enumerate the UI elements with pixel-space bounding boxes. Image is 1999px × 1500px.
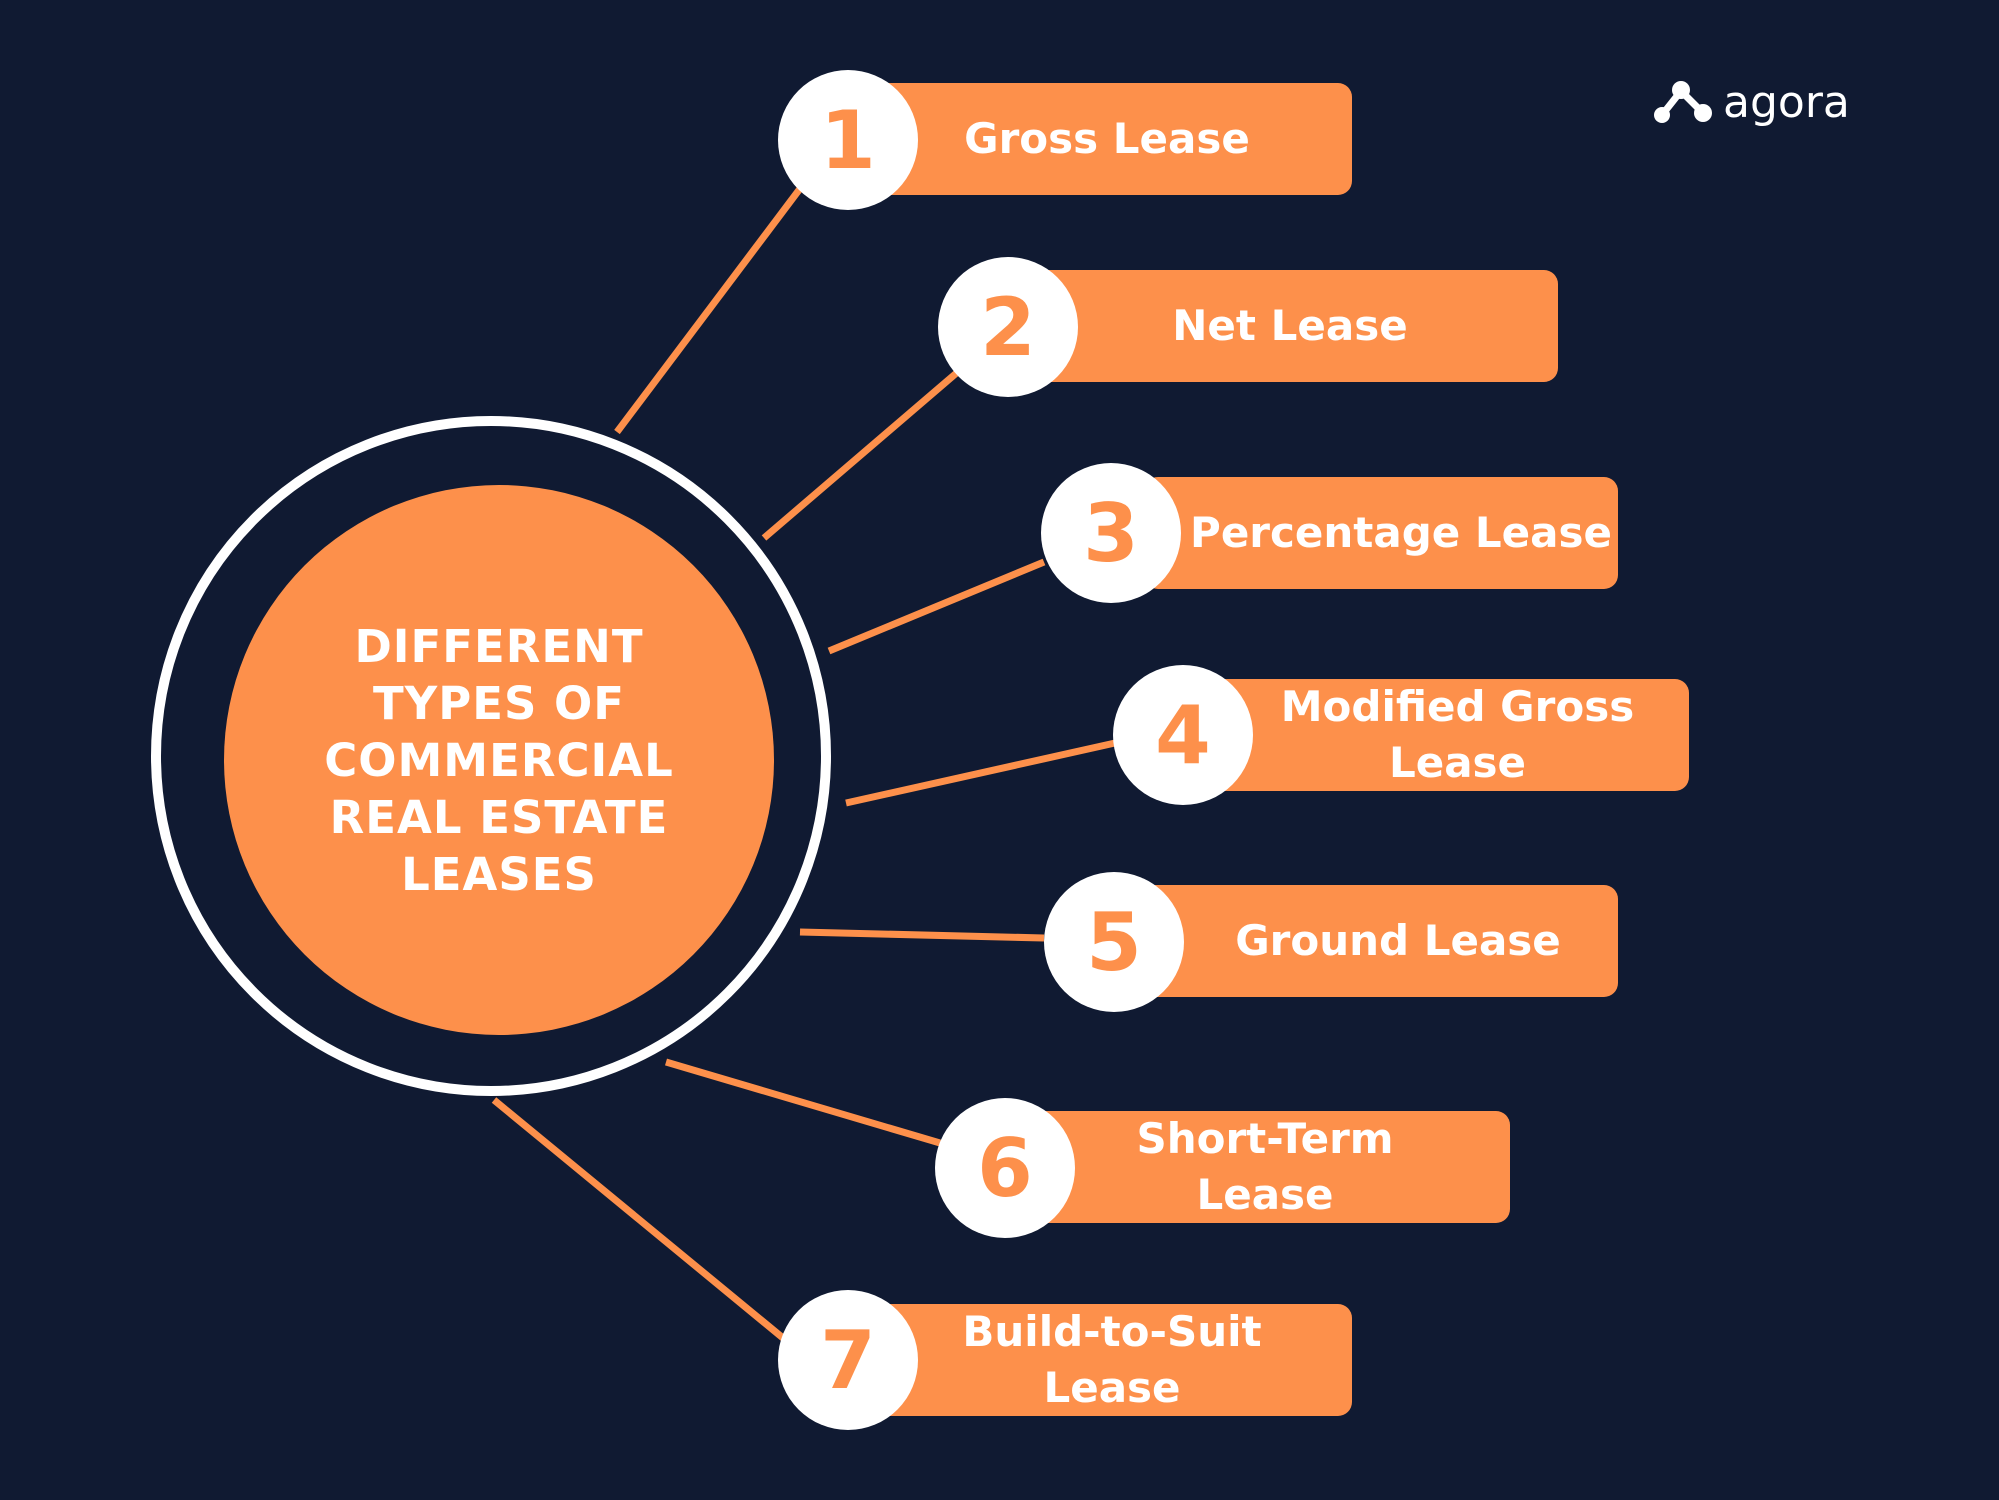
- connector-line-5: [799, 928, 1045, 942]
- number-badge-2: 2: [938, 257, 1078, 397]
- hub-circle: DIFFERENT TYPES OF COMMERCIAL REAL ESTAT…: [224, 485, 774, 1035]
- hub-title: DIFFERENT TYPES OF COMMERCIAL REAL ESTAT…: [324, 619, 674, 901]
- lease-item-4: Modified Gross Lease: [1196, 679, 1689, 791]
- lease-item-5: Ground Lease: [1138, 885, 1618, 997]
- badge-number-5: 5: [1086, 895, 1142, 989]
- lease-item-3: Percentage Lease: [1144, 477, 1618, 589]
- number-badge-1: 1: [778, 70, 918, 210]
- lease-label-7: Build-to-Suit Lease: [962, 1307, 1262, 1412]
- agora-logo: agora: [1651, 72, 1850, 132]
- badge-number-4: 4: [1155, 688, 1211, 782]
- lease-label-5: Ground Lease: [1235, 916, 1561, 965]
- badge-number-1: 1: [820, 93, 876, 187]
- lease-label-4: Modified Gross Lease: [1280, 682, 1635, 787]
- badge-number-7: 7: [820, 1313, 876, 1407]
- hub-ring: [151, 416, 831, 1096]
- connector-line-7: [491, 1097, 786, 1341]
- badge-number-3: 3: [1083, 486, 1139, 580]
- connector-line-1: [614, 175, 811, 435]
- number-badge-4: 4: [1113, 665, 1253, 805]
- badge-number-2: 2: [980, 280, 1036, 374]
- number-badge-7: 7: [778, 1290, 918, 1430]
- lease-label-2: Net Lease: [1172, 301, 1408, 350]
- connector-line-3: [827, 558, 1046, 655]
- lease-label-3: Percentage Lease: [1190, 508, 1612, 557]
- connector-line-6: [665, 1058, 941, 1147]
- lease-item-1: Gross Lease: [862, 83, 1352, 195]
- badge-number-6: 6: [977, 1121, 1033, 1215]
- lease-label-6: Short-Term Lease: [1136, 1114, 1394, 1219]
- lease-item-7: Build-to-Suit Lease: [862, 1304, 1352, 1416]
- agora-logo-icon: [1654, 81, 1712, 123]
- logo-text: agora: [1723, 76, 1850, 128]
- connector-line-4: [845, 739, 1116, 807]
- number-badge-5: 5: [1044, 872, 1184, 1012]
- lease-item-2: Net Lease: [1022, 270, 1558, 382]
- lease-item-6: Short-Term Lease: [1020, 1111, 1510, 1223]
- connector-line-2: [761, 367, 963, 541]
- lease-label-1: Gross Lease: [964, 114, 1250, 163]
- number-badge-6: 6: [935, 1098, 1075, 1238]
- number-badge-3: 3: [1041, 463, 1181, 603]
